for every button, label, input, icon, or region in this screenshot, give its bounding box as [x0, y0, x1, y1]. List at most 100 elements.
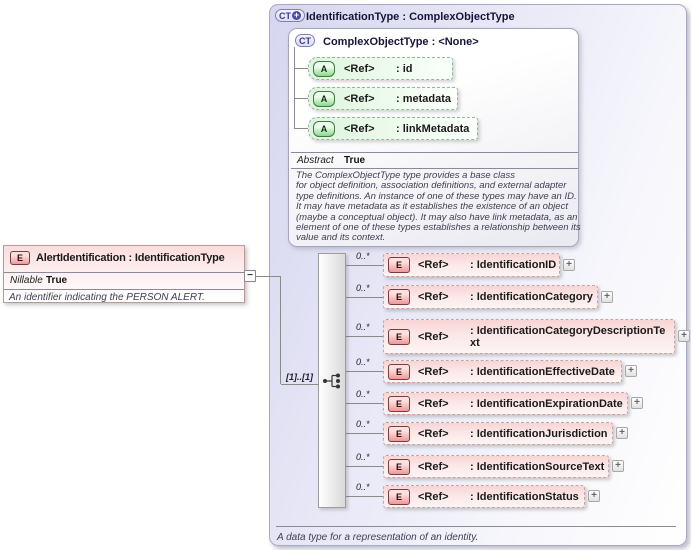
connector-line	[346, 371, 383, 372]
expand-button[interactable]: +	[625, 365, 637, 377]
description-line: value and its context.	[296, 232, 386, 244]
alert-identification-element[interactable]: E AlertIdentification : IdentificationTy…	[3, 245, 245, 303]
element-name: : IdentificationID	[470, 259, 557, 271]
connector-line	[346, 336, 383, 337]
divider	[291, 168, 578, 169]
attribute-connector-line	[294, 128, 308, 129]
container-annotation: A data type for a representation of an i…	[277, 532, 479, 543]
attribute-linkmetadata[interactable]: A <Ref> : linkMetadata	[308, 117, 478, 140]
element-icon: E	[388, 289, 410, 305]
expand-button[interactable]: +	[563, 259, 575, 271]
child-element-identification-category[interactable]: E <Ref> : IdentificationCategory	[383, 285, 598, 309]
cardinality-label: 0..*	[356, 452, 370, 462]
description-line: element of one of these types establishe…	[296, 222, 581, 234]
cardinality-label: 0..*	[356, 322, 370, 332]
connector-line	[346, 265, 383, 266]
child-element-identification-jurisdiction[interactable]: E <Ref> : IdentificationJurisdiction	[383, 422, 613, 445]
element-name: : IdentificationStatus	[470, 490, 579, 503]
element-name: : IdentificationEffectiveDate	[470, 365, 615, 378]
attribute-name: : id	[396, 62, 413, 75]
element-icon: E	[388, 257, 410, 273]
element-icon: E	[388, 395, 410, 412]
connector-line	[346, 403, 383, 404]
attribute-ref: <Ref>	[344, 62, 375, 75]
connector-line	[256, 276, 281, 277]
element-icon: E	[388, 363, 410, 380]
description-line: type definitions. An instance of one of …	[296, 190, 577, 202]
complextype-icon: CT	[295, 34, 315, 47]
description-line: for object definition, association defin…	[296, 180, 567, 192]
divider	[4, 289, 244, 290]
attribute-ref: <Ref>	[344, 122, 375, 135]
abstract-label: Abstract	[297, 155, 334, 166]
attribute-name: : linkMetadata	[396, 122, 470, 135]
collapse-button[interactable]: −	[244, 270, 256, 282]
nillable-value: True	[46, 275, 68, 286]
container-title: IdentificationType : ComplexObjectType	[306, 11, 515, 23]
base-type-title: ComplexObjectType : <None>	[323, 36, 479, 48]
element-name: : IdentificationSourceText	[470, 460, 605, 473]
element-ref: <Ref>	[418, 460, 449, 473]
element-ref: <Ref>	[418, 397, 449, 410]
expand-button[interactable]: +	[631, 397, 643, 409]
element-icon: E	[388, 458, 410, 475]
element-ref: <Ref>	[418, 365, 449, 378]
element-ref: <Ref>	[418, 330, 449, 343]
element-icon: E	[388, 425, 410, 442]
attribute-id[interactable]: A <Ref> : id	[308, 57, 453, 80]
sequence-group-bar[interactable]	[318, 253, 346, 508]
attribute-icon: A	[313, 120, 335, 137]
element-icon: E	[10, 251, 30, 265]
connector-line	[346, 466, 383, 467]
element-name: : IdentificationJurisdiction	[470, 427, 608, 440]
element-name: : IdentificationExpirationDate	[470, 397, 623, 410]
description-line: (maybe a conceptual object). It may also…	[296, 211, 578, 223]
child-element-identification-source-text[interactable]: E <Ref> : IdentificationSourceText	[383, 455, 609, 478]
complextype-expandable-icon[interactable]: CT+	[275, 9, 305, 22]
element-ref: <Ref>	[418, 259, 449, 271]
cardinality-label: 0..*	[356, 251, 370, 261]
annotation-divider	[276, 526, 676, 527]
element-name: : IdentificationCategoryDescriptionText	[470, 324, 666, 349]
connector-line	[346, 496, 383, 497]
complextype-icon-label: CT	[279, 10, 291, 21]
attribute-ref: <Ref>	[344, 92, 375, 105]
element-icon: E	[388, 328, 410, 345]
cardinality-label: 0..*	[356, 389, 370, 399]
connector-line	[281, 384, 318, 385]
divider	[4, 272, 244, 273]
cardinality-label: 0..*	[356, 357, 370, 367]
attribute-icon: A	[313, 60, 335, 77]
element-ref: <Ref>	[418, 427, 449, 440]
child-element-identification-id[interactable]: E <Ref> : IdentificationID	[383, 253, 560, 277]
expand-button[interactable]: +	[612, 460, 624, 472]
expand-button[interactable]: +	[601, 291, 613, 303]
attribute-metadata[interactable]: A <Ref> : metadata	[308, 87, 458, 110]
child-element-identification-expiration-date[interactable]: E <Ref> : IdentificationExpirationDate	[383, 392, 628, 415]
child-element-identification-status[interactable]: E <Ref> : IdentificationStatus	[383, 485, 585, 508]
cardinality-label: 0..*	[356, 419, 370, 429]
description-line: It may have metadata as it establishes t…	[296, 201, 568, 213]
attribute-connector-line	[294, 98, 308, 99]
cardinality-label: 0..*	[356, 283, 370, 293]
attribute-connector-line	[294, 47, 295, 129]
element-ref: <Ref>	[418, 490, 449, 503]
element-name: : IdentificationCategory	[470, 291, 593, 303]
expand-button[interactable]: +	[616, 427, 628, 439]
child-element-identification-category-description-text[interactable]: E <Ref> : IdentificationCategoryDescript…	[383, 319, 675, 354]
expand-button[interactable]: +	[588, 490, 600, 502]
sequence-icon	[323, 373, 340, 389]
element-title: AlertIdentification : IdentificationType	[36, 252, 225, 264]
plus-circle-icon: +	[292, 10, 301, 20]
divider	[291, 152, 578, 153]
element-description: An identifier indicating the PERSON ALER…	[9, 291, 205, 303]
base-type-description: The ComplexObjectType type provides a ba…	[296, 170, 581, 244]
connector-line	[346, 297, 383, 298]
attribute-connector-line	[294, 68, 308, 69]
sequence-cardinality-label: [1]..[1]	[286, 372, 313, 382]
child-element-identification-effective-date[interactable]: E <Ref> : IdentificationEffectiveDate	[383, 360, 622, 383]
attribute-name: : metadata	[396, 92, 452, 105]
description-line: The ComplexObjectType type provides a ba…	[296, 170, 515, 181]
expand-button[interactable]: +	[678, 330, 690, 342]
nillable-label: Nillable	[10, 275, 43, 286]
